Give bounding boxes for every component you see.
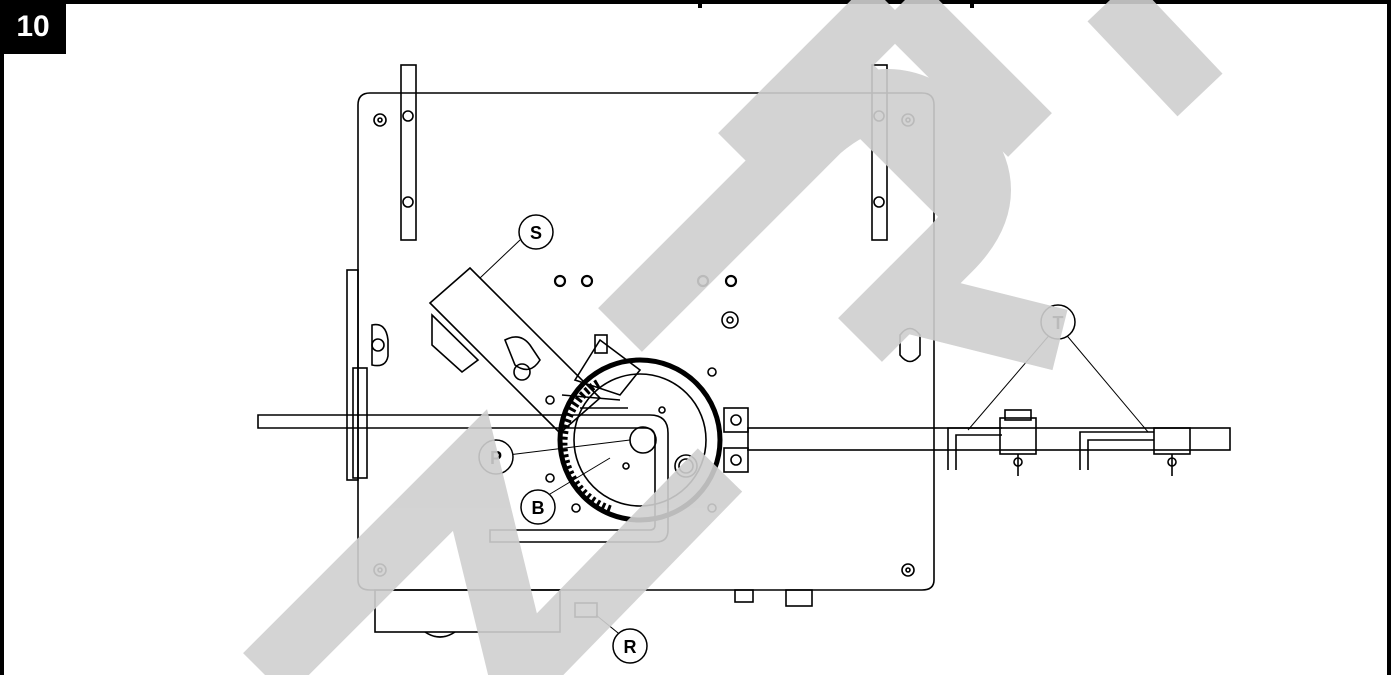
bending-disc	[573, 373, 707, 507]
plate-bolt-center	[726, 316, 734, 324]
base-plate	[357, 92, 935, 591]
callout-t: T	[1040, 304, 1076, 340]
callout-r-label: R	[624, 637, 637, 657]
bottom-plug	[734, 589, 754, 603]
clamp-block-upper	[723, 407, 749, 433]
callout-t-label: T	[1053, 313, 1064, 333]
corner-screws	[373, 113, 915, 577]
figure-number-badge: 10	[0, 0, 66, 54]
length-stop-2	[1079, 427, 1191, 476]
bracket-left	[400, 64, 417, 241]
callout-p: P	[478, 439, 514, 475]
callout-s: S	[518, 214, 554, 250]
bending-roller-inner	[678, 458, 694, 474]
clamp-block-lower	[723, 447, 749, 473]
left-slot-handle	[371, 323, 389, 367]
bracket-bolt	[402, 196, 414, 208]
bracket-bolt	[873, 110, 885, 122]
small-screw	[571, 503, 581, 513]
mounting-holes	[553, 274, 738, 288]
oval-slot	[899, 327, 921, 363]
small-screw	[707, 367, 717, 377]
straight-bar	[747, 427, 1231, 451]
plate-bolt	[721, 311, 739, 329]
callout-p-label: P	[490, 448, 502, 468]
leader-lines	[479, 239, 1149, 638]
bent-workpiece	[257, 414, 669, 543]
callout-s-label: S	[530, 223, 542, 243]
clamp-bolt	[730, 414, 742, 426]
motor-housing	[374, 589, 561, 633]
callout-b: B	[520, 489, 556, 525]
disc-hole	[622, 462, 630, 470]
bracket-bolt	[873, 196, 885, 208]
angle-stop-assembly	[428, 266, 642, 435]
bracket-bolt	[402, 110, 414, 122]
callout-b-label: B	[532, 498, 545, 518]
length-stop-1	[947, 409, 1037, 476]
rotation-knob	[574, 602, 598, 618]
bending-disc-rim	[557, 357, 723, 523]
callout-r: R	[612, 628, 648, 664]
left-side-clamp	[352, 367, 368, 479]
bottom-connector	[785, 589, 813, 607]
left-slot-bolt	[371, 338, 385, 352]
bracket-right	[871, 64, 888, 241]
small-screw	[545, 395, 555, 405]
small-screw	[707, 503, 717, 513]
small-screw	[545, 473, 555, 483]
clamp-bolt	[730, 454, 742, 466]
disc-hole	[658, 406, 666, 414]
